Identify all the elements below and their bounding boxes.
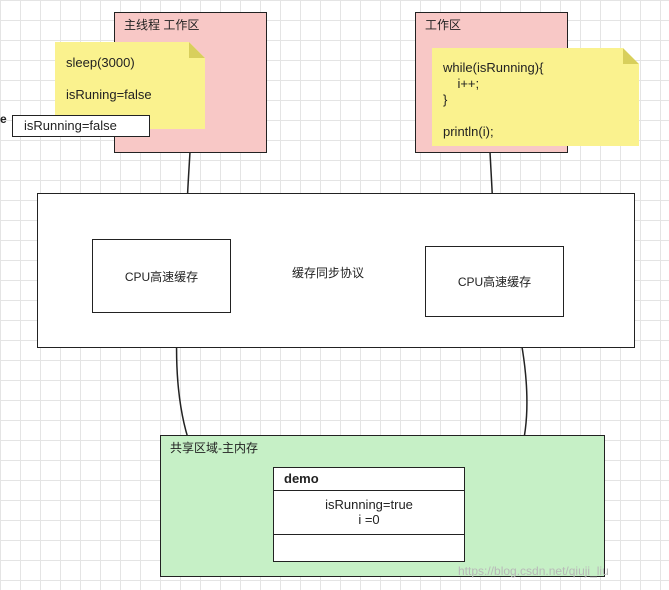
watermark: https://blog.csdn.net/qiuji_liu [458,564,609,578]
note-line: println(i); [443,124,494,139]
demo-header-divider [274,490,464,491]
floating-label-prefix: e [0,112,7,126]
left-cpu-cache: CPU高速缓存 [92,239,231,313]
note-line [443,108,639,124]
demo-fields: isRunning=true i =0 [274,497,464,527]
main-thread-workspace-title: 主线程 工作区 [124,18,200,32]
demo-object-name: demo [284,471,319,486]
cache-sync-protocol-label: 缓存同步协议 [292,266,365,280]
demo-field-is-running: isRunning=true [325,497,413,512]
note-line: sleep(3000) [66,55,135,70]
note-line: isRuning=false [66,87,152,102]
demo-object: demo isRunning=true i =0 [273,467,465,562]
note-line: while(isRunning){ [443,60,544,75]
note-line [66,71,205,87]
demo-fields-divider [274,534,464,535]
shared-main-memory-title: 共享区域-主内存 [170,441,258,455]
demo-field-i: i =0 [358,512,380,527]
note-line: } [443,92,448,107]
main-thread-code-note: sleep(3000) isRuning=false [55,42,205,129]
worker-thread-workspace-title: 工作区 [425,18,462,32]
worker-thread-code-note: while(isRunning){ i++; } println(i); [432,48,639,146]
floating-is-running-label: isRunning=false [12,115,150,137]
note-line: i++; [443,76,480,91]
right-cpu-cache: CPU高速缓存 [425,246,564,317]
